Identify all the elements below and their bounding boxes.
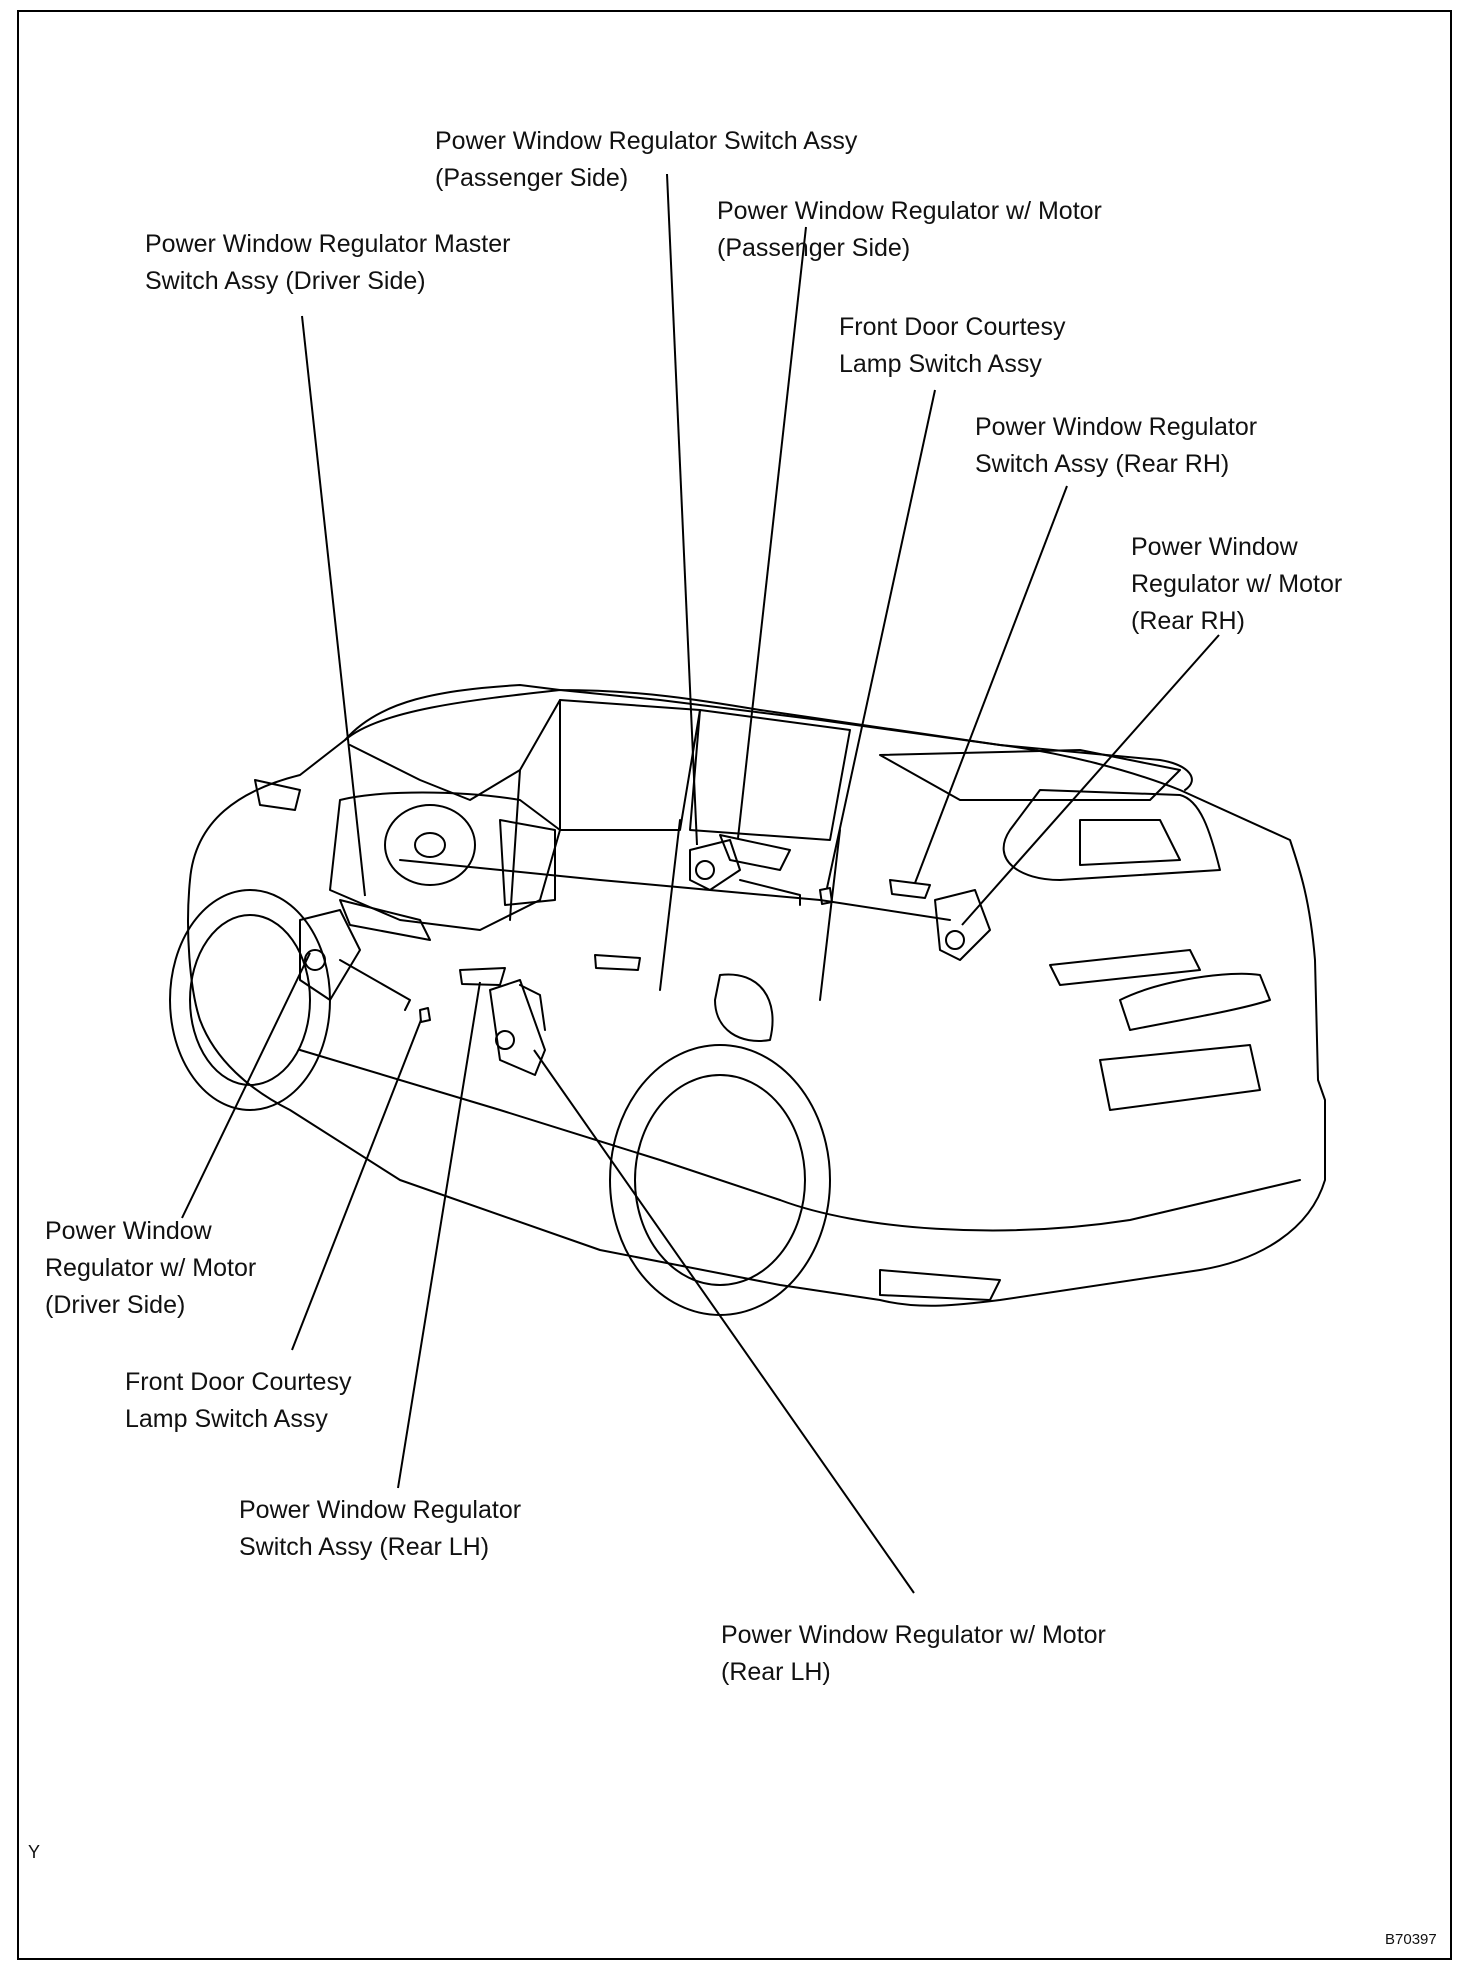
c-pillar bbox=[819, 829, 841, 1001]
label-master-driver: Power Window Regulator Master Switch Ass… bbox=[145, 230, 511, 295]
regulator-driver-side bbox=[299, 899, 431, 1011]
rear-spoiler bbox=[879, 749, 1181, 801]
label-switch-passenger: Power Window Regulator Switch Assy (Pass… bbox=[435, 127, 858, 192]
leader-motor-passenger bbox=[737, 226, 807, 839]
label-motor-passenger: Power Window Regulator w/ Motor (Passeng… bbox=[717, 197, 1102, 262]
rocker-panel bbox=[299, 1049, 781, 1201]
leader-switch-passenger bbox=[666, 173, 698, 846]
label-motor-rear-rh: Power Window Regulator w/ Motor (Rear RH… bbox=[1131, 533, 1343, 635]
license-plate-area bbox=[1099, 1044, 1261, 1111]
side-window-front bbox=[559, 699, 701, 831]
rear-reflector bbox=[879, 1269, 1001, 1301]
regulator-rear-rh bbox=[934, 889, 991, 961]
leader-switch-rear-rh bbox=[914, 485, 1068, 884]
rear-hatch bbox=[1002, 789, 1221, 881]
switch-rear-rh bbox=[889, 879, 931, 899]
label-motor-rear-lh: Power Window Regulator w/ Motor (Rear LH… bbox=[721, 1621, 1106, 1686]
center-console bbox=[499, 819, 556, 906]
diagram-frame bbox=[17, 10, 1452, 1960]
courtesy-switch-right bbox=[819, 887, 833, 905]
rear-window bbox=[1079, 819, 1181, 866]
switch-rear-lh bbox=[459, 967, 506, 986]
steering-wheel bbox=[384, 804, 476, 886]
dashboard bbox=[329, 791, 561, 931]
regulator-passenger-side bbox=[689, 834, 801, 906]
label-motor-driver: Power Window Regulator w/ Motor (Driver … bbox=[45, 1217, 257, 1319]
label-switch-rear-lh: Power Window Regulator Switch Assy (Rear… bbox=[239, 1496, 522, 1561]
rear-bumper bbox=[779, 1179, 1301, 1232]
side-window-rear bbox=[689, 709, 851, 841]
label-switch-rear-rh: Power Window Regulator Switch Assy (Rear… bbox=[975, 413, 1258, 478]
leader-motor-rear-lh bbox=[533, 1049, 915, 1594]
figure-code: B70397 bbox=[1385, 1931, 1437, 1948]
leader-motor-driver bbox=[181, 952, 311, 1219]
fuel-door bbox=[714, 973, 774, 1042]
tail-lamp bbox=[1119, 972, 1271, 1031]
leader-courtesy-front-left bbox=[291, 1019, 422, 1351]
leader-switch-rear-lh bbox=[397, 981, 481, 1489]
a-pillar bbox=[509, 769, 521, 921]
leader-motor-rear-rh bbox=[961, 634, 1220, 926]
regulator-rear-lh bbox=[489, 979, 546, 1076]
label-courtesy-front-left: Front Door Courtesy Lamp Switch Assy bbox=[125, 1368, 352, 1433]
b-pillar bbox=[659, 819, 681, 991]
body-outline bbox=[187, 684, 1326, 1307]
rear-light-bar bbox=[1049, 949, 1201, 986]
label-courtesy-front-right: Front Door Courtesy Lamp Switch Assy bbox=[839, 313, 1066, 378]
side-mirror bbox=[254, 779, 301, 811]
windshield bbox=[349, 699, 561, 801]
leader-courtesy-front-right bbox=[826, 389, 936, 889]
roof-line bbox=[344, 689, 1193, 791]
leader-master-driver bbox=[301, 315, 366, 897]
door-handle-front bbox=[594, 954, 641, 971]
courtesy-switch-left bbox=[419, 1007, 431, 1023]
corner-mark: Y bbox=[28, 1842, 41, 1862]
